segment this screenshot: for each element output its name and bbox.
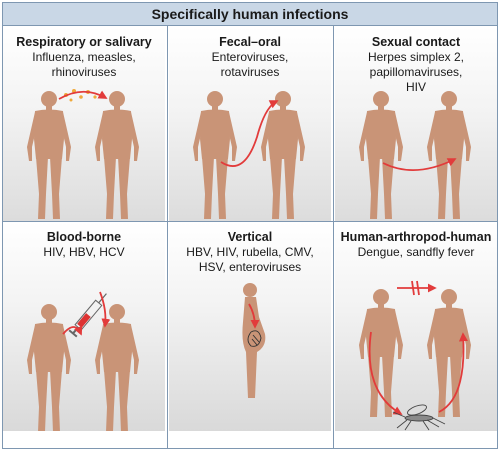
panel-blood-borne: Blood-borne HIV, HBV, HCV (3, 222, 165, 431)
panel-sexual-contact: Sexual contact Herpes simplex 2, papillo… (335, 27, 497, 236)
panel-human-arthropod-human: Human-arthropod-human Dengue, sandfly fe… (335, 222, 497, 431)
transmission-arrow (62, 325, 83, 336)
agent-line: Enteroviruses, (211, 50, 289, 64)
person-left (27, 91, 71, 219)
diagram-frame: Specifically human infections Respirator… (2, 2, 498, 449)
arthropod-illustration (359, 280, 471, 431)
panel-agents: Herpes simplex 2, papillomaviruses, HIV (339, 50, 493, 95)
agent-line: rotaviruses (220, 65, 280, 79)
fetus-icon (247, 330, 262, 347)
transmission-arrow (99, 291, 111, 328)
agent-line: HIV, HBV, HCV (43, 245, 125, 259)
panel-title: Sexual contact (371, 35, 461, 49)
panel-title: Blood-borne (46, 230, 122, 244)
panel-agents: Influenza, measles, rhinoviruses (7, 50, 161, 80)
panel-fecal-oral: Fecal–oral Enteroviruses, rotaviruses (169, 27, 331, 236)
person-right (427, 91, 471, 219)
agent-line: HIV (405, 80, 426, 94)
grid-divider (333, 26, 334, 448)
panel-title: Respiratory or salivary (16, 35, 152, 49)
agent-line: Dengue, sandfly fever (357, 245, 475, 259)
person-right (95, 91, 139, 219)
transmission-arrow (220, 100, 279, 167)
panel-vertical: Vertical HBV, HIV, rubella, CMV, HSV, en… (169, 222, 331, 431)
grid-divider (167, 26, 168, 448)
panel-title: Human-arthropod-human (340, 230, 492, 244)
vertical-illustration (242, 283, 266, 398)
agent-line: Herpes simplex 2, (367, 50, 465, 64)
person-left (359, 289, 403, 417)
panel-agents: HIV, HBV, HCV (7, 245, 161, 260)
person-right (427, 289, 471, 417)
transmission-arrow (438, 332, 468, 413)
agent-line: papillomaviruses, (369, 65, 463, 79)
grid-divider (3, 221, 497, 222)
transmission-arrow (368, 331, 403, 415)
fecal-oral-illustration (193, 91, 305, 219)
panel-agents: Enteroviruses, rotaviruses (173, 50, 327, 80)
agent-line: Influenza, measles, (32, 50, 136, 64)
panel-title: Fecal–oral (219, 35, 281, 49)
agent-line: HSV, enteroviruses (198, 260, 302, 274)
block-mark (416, 280, 420, 296)
block-mark (411, 280, 415, 296)
agent-line: rhinoviruses (51, 65, 117, 79)
transmission-arrow (382, 158, 457, 172)
panel-respiratory: Respiratory or salivary Influenza, measl… (3, 27, 165, 236)
mosquito-icon (392, 404, 446, 431)
blood-borne-illustration (27, 291, 139, 431)
respiratory-illustration (27, 89, 139, 219)
pregnant-person (242, 283, 266, 398)
diagram-title: Specifically human infections (3, 3, 497, 26)
transmission-arrow (248, 303, 260, 329)
panel-title: Vertical (227, 230, 273, 244)
person-left (193, 91, 237, 219)
panel-agents: Dengue, sandfly fever (339, 245, 493, 260)
person-left (359, 91, 403, 219)
sexual-contact-illustration (359, 91, 471, 219)
agent-line: HBV, HIV, rubella, CMV, (186, 245, 314, 259)
person-left (27, 304, 71, 431)
transmission-arrow (58, 90, 108, 100)
panel-agents: HBV, HIV, rubella, CMV, HSV, enterovirus… (173, 245, 327, 275)
person-right (95, 304, 139, 431)
